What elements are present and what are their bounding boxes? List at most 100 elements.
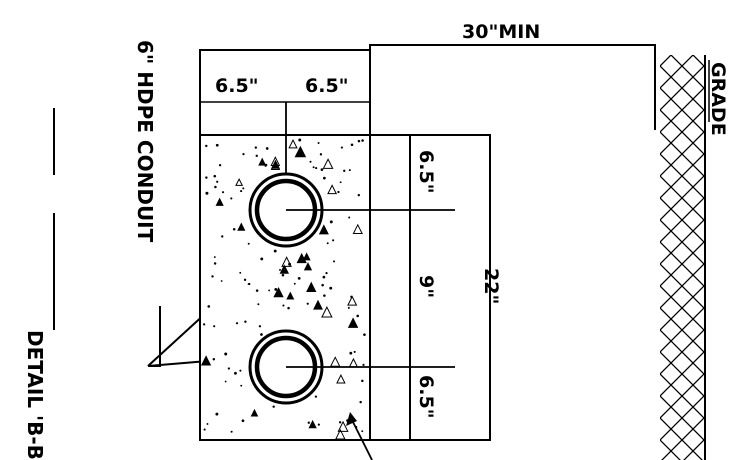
- aggregate-stone: [322, 158, 334, 169]
- dim-horizontal-left: 6.5": [215, 75, 259, 97]
- aggregate-dot: [307, 421, 310, 424]
- cover-dimension-line: [369, 44, 656, 135]
- aggregate-dot: [329, 286, 333, 290]
- aggregate-dot: [332, 260, 336, 263]
- aggregate-stone: [347, 295, 358, 306]
- aggregate-dot: [235, 322, 239, 325]
- aggregate-dot: [203, 428, 206, 431]
- aggregate-dot: [207, 305, 211, 308]
- aggregate-dot: [216, 180, 219, 183]
- aggregate-dot: [273, 249, 277, 253]
- aggregate-dot: [211, 275, 214, 278]
- aggregate-dot: [213, 325, 216, 328]
- aggregate-dot: [205, 176, 208, 179]
- dim-total: 22": [480, 268, 502, 304]
- aggregate-dot: [362, 363, 365, 366]
- aggregate-dot: [213, 262, 217, 265]
- aggregate-dot: [244, 320, 247, 323]
- aggregate-dot: [247, 242, 250, 245]
- aggregate-dot: [230, 197, 233, 200]
- aggregate-dot: [326, 242, 329, 245]
- aggregate-dot: [205, 144, 208, 148]
- grade-label: GRADE: [707, 62, 729, 136]
- aggregate-dot: [264, 164, 267, 167]
- aggregate-stone: [258, 157, 267, 166]
- aggregate-dot: [348, 216, 351, 219]
- aggregate-dot: [239, 227, 243, 230]
- aggregate-dot: [220, 280, 223, 282]
- aggregate-dot: [242, 153, 245, 156]
- aggregate-dot: [215, 143, 219, 147]
- aggregate-stone: [302, 252, 311, 261]
- aggregate-stone: [308, 419, 317, 429]
- aggregate-dot: [361, 139, 364, 142]
- aggregate-dot: [325, 271, 328, 275]
- aggregate-dot: [350, 295, 353, 298]
- dim-vertical-bottom: 6.5": [415, 375, 437, 419]
- aggregate-dot: [312, 166, 315, 169]
- cover-label: 30"MIN: [462, 21, 540, 43]
- vertical-dim-box: [369, 134, 491, 441]
- aggregate-dot: [356, 314, 360, 318]
- aggregate-dot: [260, 257, 264, 261]
- conduit-lower: [248, 329, 324, 405]
- concrete-aggregate: [200, 138, 366, 440]
- aggregate-stone: [286, 291, 295, 300]
- aggregate-dot: [241, 419, 245, 423]
- aggregate-dot: [363, 333, 366, 336]
- aggregate-dot: [279, 268, 282, 271]
- aggregate-dot: [315, 167, 318, 170]
- aggregate-stone: [347, 317, 359, 328]
- aggregate-dot: [257, 303, 260, 306]
- aggregate-dot: [332, 239, 335, 242]
- aggregate-dot: [347, 306, 350, 309]
- aggregate-dot: [243, 278, 247, 282]
- detail-title: DETAIL 'B-B': [23, 330, 47, 460]
- aggregate-dot: [317, 142, 320, 144]
- aggregate-dot: [224, 352, 228, 356]
- aggregate-stone: [279, 264, 290, 274]
- aggregate-dot: [213, 174, 217, 178]
- aggregate-dot: [221, 191, 225, 194]
- aggregate-dot: [255, 154, 258, 158]
- aggregate-dot: [281, 273, 285, 277]
- aggregate-dot: [322, 275, 326, 279]
- aggregate-stone: [281, 256, 292, 267]
- aggregate-dot: [206, 423, 209, 425]
- aggregate-dot: [337, 190, 340, 194]
- grade-hatch: [660, 55, 704, 460]
- aggregate-dot: [349, 351, 353, 355]
- aggregate-dot: [297, 276, 301, 280]
- aggregate-stone: [303, 262, 313, 271]
- aggregate-dot: [317, 423, 320, 426]
- aggregate-dot: [353, 350, 356, 353]
- aggregate-dot: [309, 160, 312, 163]
- aggregate-stone: [273, 286, 284, 298]
- aggregate-dot: [214, 185, 217, 189]
- aggregate-stone: [313, 299, 323, 310]
- conduit-upper: [248, 172, 324, 248]
- aggregate-dot: [240, 190, 243, 193]
- aggregate-dot: [258, 325, 262, 328]
- aggregate-dot: [260, 333, 263, 336]
- dim-vertical-top: 6.5": [415, 150, 437, 194]
- aggregate-stone: [352, 223, 363, 234]
- aggregate-dot: [239, 271, 242, 274]
- aggregate-dot: [298, 138, 302, 142]
- aggregate-dot: [323, 176, 326, 180]
- aggregate-dot: [340, 146, 343, 149]
- aggregate-stone: [337, 420, 349, 432]
- aggregate-dot: [310, 284, 312, 286]
- aggregate-dot: [323, 294, 326, 297]
- aggregate-dot: [361, 430, 364, 433]
- aggregate-dot: [212, 358, 216, 361]
- aggregate-dot: [339, 181, 342, 184]
- aggregate-stone: [200, 355, 212, 366]
- concrete-arrowhead: [346, 412, 357, 426]
- aggregate-dot: [221, 235, 224, 238]
- aggregate-stone: [288, 138, 298, 149]
- aggregate-stone: [327, 184, 338, 195]
- aggregate-dot: [287, 306, 290, 310]
- dim-horizontal-right: 6.5": [305, 75, 349, 97]
- aggregate-dot: [247, 283, 250, 286]
